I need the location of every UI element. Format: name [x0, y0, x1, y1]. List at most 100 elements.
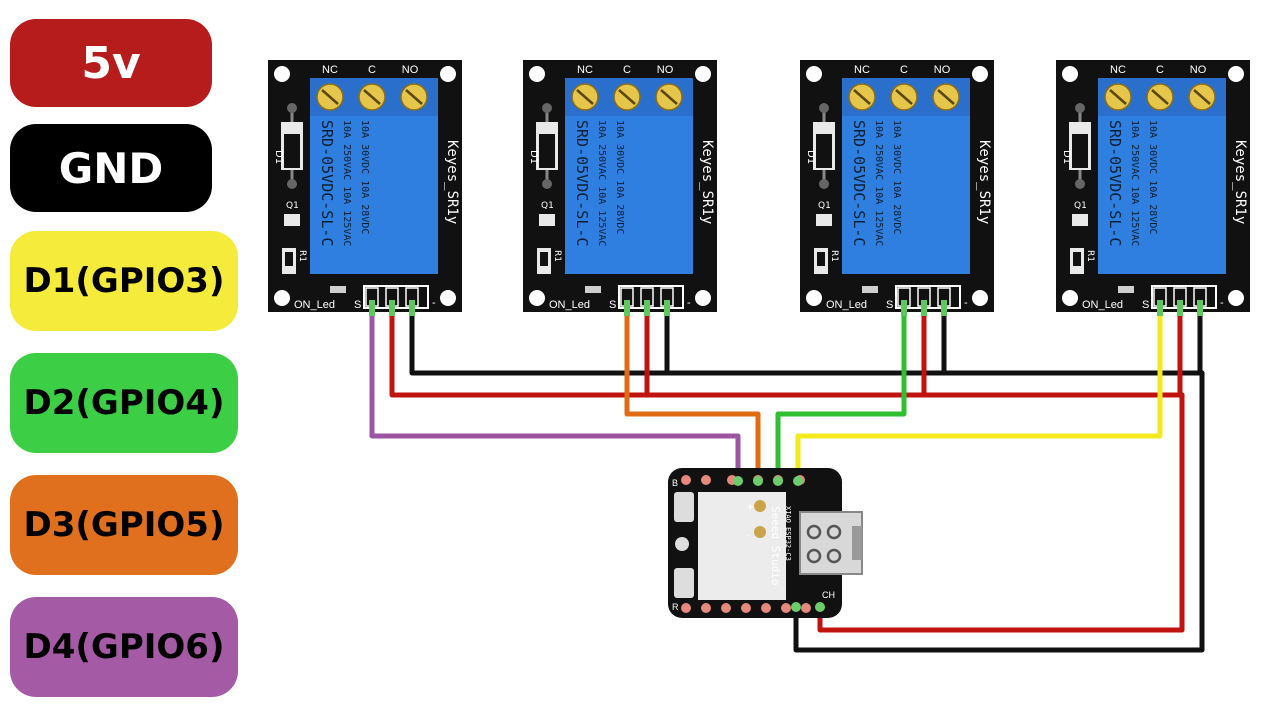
- screw-slot: [1151, 89, 1169, 105]
- mounting-hole: [440, 290, 456, 306]
- r1-label: R1: [829, 250, 839, 262]
- terminal-label: NC: [1110, 64, 1126, 76]
- pin-pad: [701, 603, 711, 613]
- screw-slot: [660, 89, 678, 105]
- q1-label: Q1: [1074, 201, 1087, 211]
- button-r: [674, 568, 694, 598]
- mounting-hole: [1062, 290, 1078, 306]
- pin-pad: [761, 603, 771, 613]
- pin-pad: [681, 603, 691, 613]
- mounting-hole: [274, 290, 290, 306]
- shield-can: [698, 492, 786, 600]
- screw-slot: [1193, 89, 1211, 105]
- wire-connector: [389, 300, 395, 316]
- wire-connector: [1197, 300, 1203, 316]
- d3-signal-wire: [624, 307, 761, 483]
- relay-rating-text-2: 10A 30VDC 10A 28VDC: [614, 120, 625, 234]
- usb-c-pad: [826, 548, 842, 564]
- button-b-label: B: [672, 478, 678, 488]
- diode-core: [539, 134, 555, 168]
- mounting-hole: [806, 290, 822, 306]
- terminal-label: C: [900, 64, 908, 76]
- minus-pin-label: -: [687, 297, 691, 309]
- screw-slot: [363, 89, 381, 105]
- mounting-hole: [529, 290, 545, 306]
- led: [585, 286, 601, 293]
- relay-rating-text-2: 10A 30VDC 10A 28VDC: [359, 120, 370, 234]
- diode-label: D1: [1061, 150, 1072, 164]
- transistor-body: [816, 214, 832, 226]
- board-pin-connection: [733, 476, 743, 486]
- mounting-hole: [440, 66, 456, 82]
- s-pin-label: S: [1142, 299, 1149, 311]
- s-pin-label: S: [886, 299, 893, 311]
- board-brand-text: Seeed Studio: [769, 506, 782, 585]
- terminal-label: NC: [322, 64, 338, 76]
- resistor-core: [817, 252, 825, 266]
- wire-connector: [664, 300, 670, 316]
- s-pin-label: S: [354, 299, 361, 311]
- relay-rating-text-1: 10A 250VAC 10A 125VAC: [596, 120, 607, 246]
- terminal-label: NC: [854, 64, 870, 76]
- button-b: [674, 492, 694, 522]
- relay-rating-text-2: 10A 30VDC 10A 28VDC: [1147, 120, 1158, 234]
- terminal-label: C: [623, 64, 631, 76]
- gnd-wire-board: [793, 370, 1205, 653]
- transistor-body: [1072, 214, 1088, 226]
- led: [1118, 286, 1134, 293]
- screw-slot: [576, 89, 594, 105]
- relay-brand-text: Keyes_SR1y: [1232, 140, 1248, 224]
- mounting-hole: [274, 66, 290, 82]
- q1-label: Q1: [818, 201, 831, 211]
- relay-rating-text-1: 10A 250VAC 10A 125VAC: [1129, 120, 1140, 246]
- terminal-label: NO: [934, 64, 951, 76]
- terminal-label: C: [368, 64, 376, 76]
- usb-c-pad: [826, 524, 842, 540]
- d4-signal-wire: [369, 307, 741, 483]
- legend-d1-label: D1(GPIO3): [23, 261, 225, 301]
- legend-gnd: GND: [10, 124, 212, 212]
- terminal-label: NO: [657, 64, 674, 76]
- mounting-hole: [695, 290, 711, 306]
- wire-connector: [624, 300, 630, 316]
- gnd-wire-relay-1: [409, 307, 1205, 376]
- battery-pad-minus: [754, 526, 766, 538]
- resistor-core: [285, 252, 293, 266]
- board-pin-connection: [791, 602, 801, 612]
- wire-connector: [1177, 300, 1183, 316]
- mounting-hole: [1062, 66, 1078, 82]
- diode-pad: [287, 103, 297, 113]
- wire-connector: [901, 300, 907, 316]
- board-pin-connection: [815, 602, 825, 612]
- board-pin-connection: [773, 476, 783, 486]
- vcc-wire-relay-1: [389, 307, 1185, 398]
- mounting-hole: [972, 290, 988, 306]
- usb-c-connector: [799, 511, 863, 575]
- board-pin-connection: [753, 476, 763, 486]
- board-pin-connection: [793, 476, 803, 486]
- r1-label: R1: [1085, 250, 1095, 262]
- pin-pad: [681, 475, 691, 485]
- legend-d1: D1(GPIO3): [10, 231, 238, 331]
- relay-rating-text-1: 10A 250VAC 10A 125VAC: [341, 120, 352, 246]
- usb-c-pad: [806, 524, 822, 540]
- legend-d2: D2(GPIO4): [10, 353, 238, 453]
- plus-label: +: [746, 502, 754, 513]
- legend-d3: D3(GPIO5): [10, 475, 238, 575]
- on-led-label: ON_Led: [1082, 299, 1123, 311]
- relay-model-text: SRD-05VDC-SL-C: [573, 120, 591, 246]
- diode-pad: [1075, 179, 1085, 189]
- legend-d4: D4(GPIO6): [10, 597, 238, 697]
- q1-label: Q1: [541, 201, 554, 211]
- led-indicator: [675, 537, 689, 551]
- legend-5v-label: 5v: [81, 37, 141, 89]
- led: [862, 286, 878, 293]
- resistor-core: [540, 252, 548, 266]
- diode-label: D1: [805, 150, 816, 164]
- legend-d3-label: D3(GPIO5): [23, 505, 225, 545]
- wire-connector: [941, 300, 947, 316]
